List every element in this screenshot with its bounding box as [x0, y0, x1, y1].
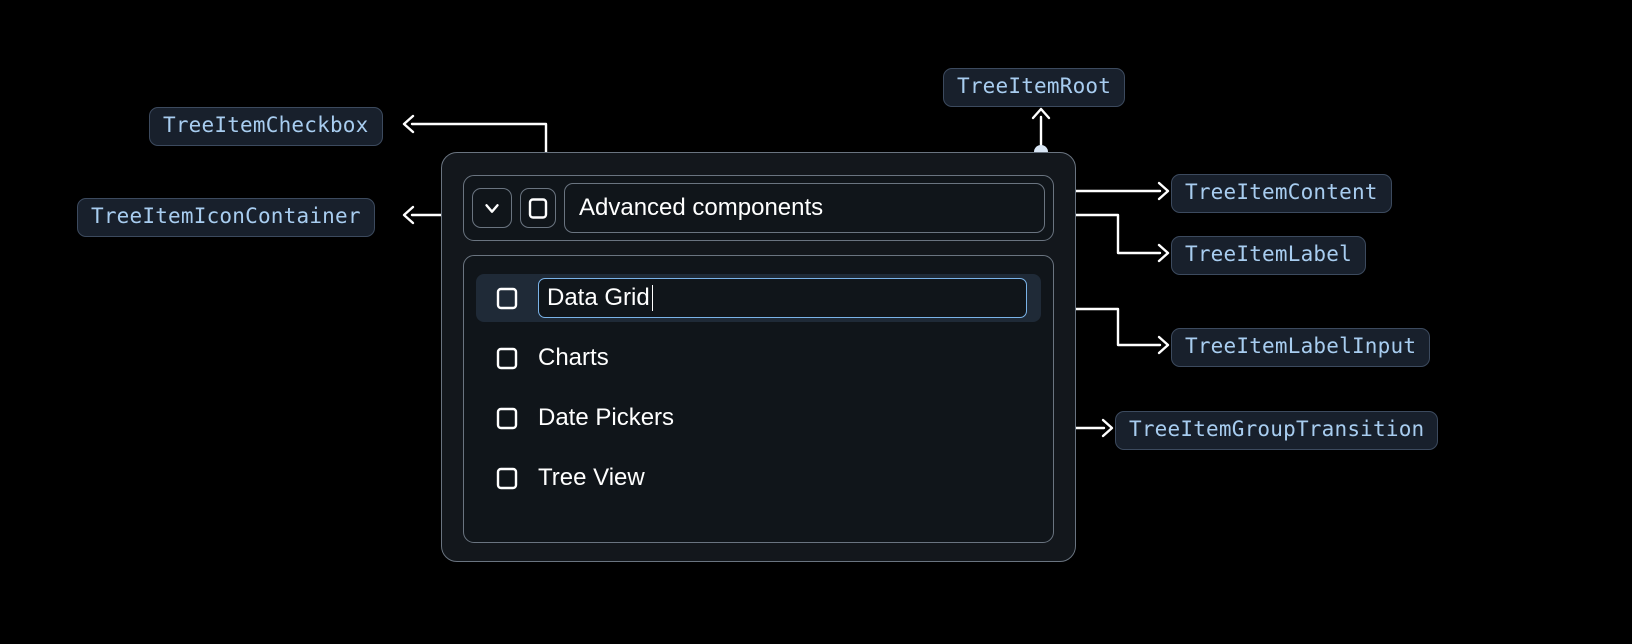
tree-item-icon-container[interactable]	[472, 188, 512, 228]
callout-tree-item-root: TreeItemRoot	[943, 68, 1126, 107]
checkbox-unchecked-icon	[528, 198, 548, 219]
checkbox-unchecked-icon[interactable]	[495, 465, 519, 491]
checkbox-unchecked-icon[interactable]	[495, 285, 519, 311]
chevron-down-icon	[485, 204, 499, 213]
checkbox-unchecked-icon[interactable]	[495, 345, 519, 371]
arrowhead-icon-container	[402, 205, 415, 225]
tree-item-data-grid[interactable]: Data Grid	[476, 274, 1041, 322]
arrowhead-root	[1031, 107, 1051, 120]
callout-tree-item-checkbox: TreeItemCheckbox	[149, 107, 383, 146]
callout-tree-item-content: TreeItemContent	[1171, 174, 1392, 213]
tree-item-label-text: Tree View	[538, 464, 645, 491]
callout-tree-item-label: TreeItemLabel	[1171, 236, 1366, 275]
tree-item-root: Advanced components Data Grid Charts	[441, 152, 1076, 562]
callout-tree-item-icon-container: TreeItemIconContainer	[77, 198, 375, 237]
arrowhead-label-input	[1157, 335, 1170, 355]
arrowhead-group-transition	[1101, 418, 1114, 438]
label-input-value: Data Grid	[547, 284, 650, 311]
tree-item-date-pickers[interactable]: Date Pickers	[476, 394, 1041, 442]
tree-item-charts[interactable]: Charts	[476, 334, 1041, 382]
checkbox-unchecked-icon[interactable]	[495, 405, 519, 431]
arrowhead-tree-label	[1157, 243, 1170, 263]
arrowhead-checkbox	[402, 114, 415, 134]
callout-tree-item-group-transition: TreeItemGroupTransition	[1115, 411, 1439, 450]
callout-tree-item-label-input: TreeItemLabelInput	[1171, 328, 1431, 367]
tree-item-label-text: Advanced components	[579, 194, 824, 221]
arrowhead-content	[1157, 181, 1170, 201]
tree-item-content[interactable]: Advanced components	[463, 175, 1054, 241]
tree-item-tree-view[interactable]: Tree View	[476, 454, 1041, 502]
text-caret	[651, 285, 654, 311]
tree-item-label-input[interactable]: Data Grid	[538, 278, 1027, 318]
tree-item-label-text: Charts	[538, 344, 609, 371]
tree-item-label-text: Date Pickers	[538, 404, 675, 431]
tree-item-label[interactable]: Advanced components	[564, 183, 1045, 233]
tree-item-checkbox[interactable]	[520, 188, 556, 228]
tree-item-group-transition: Data Grid Charts Date Pickers	[463, 255, 1054, 543]
